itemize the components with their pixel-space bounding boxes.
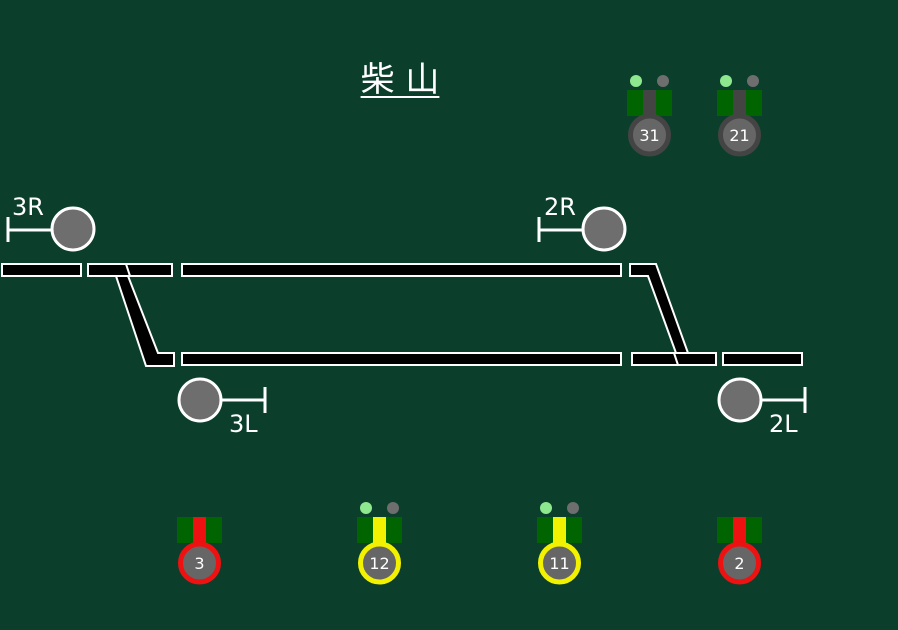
signal-lamp bbox=[177, 377, 223, 423]
lever-lamp-reverse bbox=[387, 502, 399, 514]
lever-lamp-normal bbox=[540, 502, 552, 514]
signal-label: 3R bbox=[12, 193, 44, 221]
signal-2R[interactable]: 2R bbox=[537, 193, 627, 252]
track-main-left-end bbox=[1, 263, 82, 277]
track-layout bbox=[1, 263, 803, 367]
signal-3L[interactable]: 3L bbox=[177, 377, 267, 438]
signal-lamp bbox=[50, 206, 96, 252]
lever-handle bbox=[643, 90, 656, 120]
signal-lamp bbox=[717, 377, 763, 423]
lever-12[interactable]: 12 bbox=[357, 502, 402, 585]
signal-lamp bbox=[581, 206, 627, 252]
signal-2L[interactable]: 2L bbox=[717, 377, 807, 438]
lever-number: 31 bbox=[639, 126, 659, 145]
signal-label: 2R bbox=[544, 193, 576, 221]
signal-label: 3L bbox=[229, 410, 258, 438]
lever-knob bbox=[718, 541, 761, 585]
lever-handle bbox=[733, 90, 746, 120]
lever-handle bbox=[553, 517, 566, 547]
lever-number: 2 bbox=[734, 554, 744, 573]
lever-lamp-reverse bbox=[747, 75, 759, 87]
lever-knob bbox=[358, 541, 401, 585]
lever-31[interactable]: 31 bbox=[627, 75, 672, 157]
lever-knob bbox=[538, 541, 581, 585]
lever-handle bbox=[373, 517, 386, 547]
track-switch-joint-right bbox=[673, 352, 679, 366]
lever-number: 3 bbox=[194, 554, 204, 573]
lever-lamp-normal bbox=[630, 75, 642, 87]
track-switch-joint-left bbox=[125, 263, 131, 277]
track-main bbox=[181, 263, 622, 277]
lever-lamp-reverse bbox=[657, 75, 669, 87]
lever-21[interactable]: 21 bbox=[717, 75, 762, 157]
station-title: 柴 山 bbox=[360, 60, 440, 100]
lever-number: 11 bbox=[549, 554, 569, 573]
lever-lamp-normal bbox=[720, 75, 732, 87]
lever-handle bbox=[193, 517, 206, 547]
signal-label: 2L bbox=[769, 410, 798, 438]
lever-handle bbox=[733, 517, 746, 547]
lever-knob bbox=[628, 113, 671, 157]
signal-3R[interactable]: 3R bbox=[6, 193, 96, 252]
track-siding bbox=[181, 352, 622, 366]
track-crossover-left bbox=[114, 275, 175, 367]
lever-2[interactable]: 2 bbox=[717, 517, 762, 585]
track-siding-right-end bbox=[722, 352, 803, 366]
lever-3[interactable]: 3 bbox=[177, 517, 222, 585]
lever-number: 21 bbox=[729, 126, 749, 145]
lever-lamp-normal bbox=[360, 502, 372, 514]
track-crossover-right bbox=[629, 263, 690, 354]
lever-knob bbox=[178, 541, 221, 585]
lever-lamp-reverse bbox=[567, 502, 579, 514]
lever-number: 12 bbox=[369, 554, 389, 573]
lever-knob bbox=[718, 113, 761, 157]
lever-11[interactable]: 11 bbox=[537, 502, 582, 585]
